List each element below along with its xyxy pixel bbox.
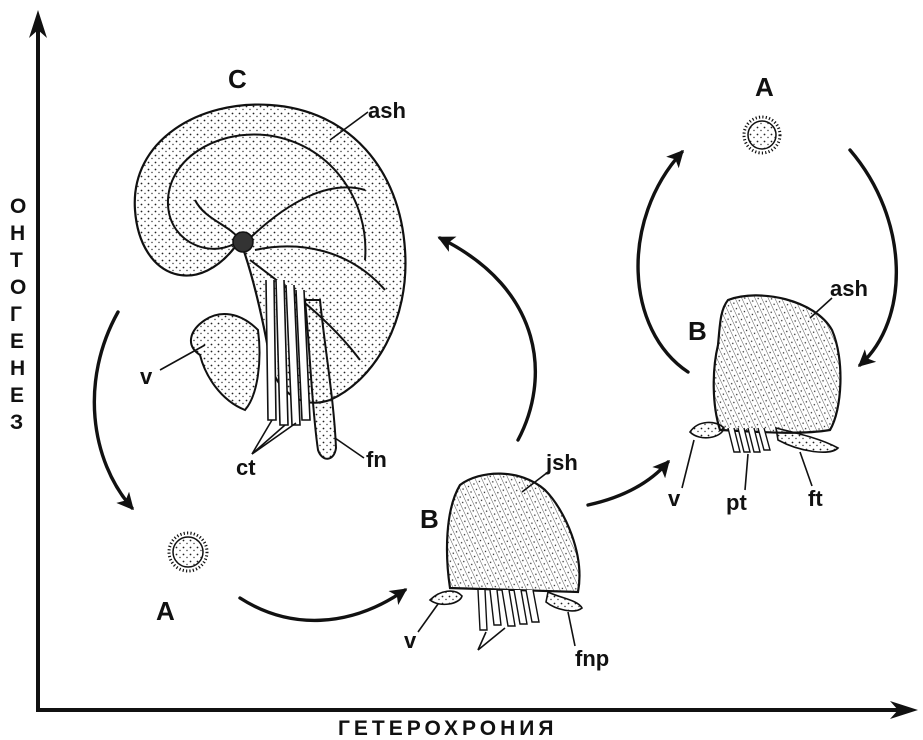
cycle-arrow — [850, 150, 896, 365]
egg-illustration — [169, 533, 207, 571]
stage-label: A — [755, 72, 774, 102]
y-axis-label: О Н Т О Г Е Н Е З — [10, 195, 26, 434]
cycle-arrow — [440, 238, 535, 440]
leader-line — [682, 440, 694, 488]
transition-arrow — [588, 462, 668, 505]
leader-line — [568, 612, 575, 646]
leader-line — [335, 438, 364, 458]
tentacles — [728, 428, 770, 452]
juvenile-illustration — [690, 295, 840, 452]
label-pt: pt — [726, 490, 747, 515]
leader-line — [810, 298, 832, 318]
label-v: v — [668, 486, 681, 511]
y-axis-letter: Г — [10, 303, 22, 326]
stage-label: B — [688, 316, 707, 346]
y-axis-letter: Е — [10, 330, 24, 353]
y-axis-letter: Н — [10, 222, 25, 245]
egg-illustration — [744, 117, 780, 153]
y-axis-letter: Е — [10, 384, 24, 407]
adult-coiled-shell-illustration — [135, 105, 406, 459]
leader-line — [252, 423, 296, 454]
stage-label: A — [156, 596, 175, 626]
leader-line — [160, 345, 205, 370]
leader-line — [252, 420, 272, 454]
stage-label: B — [420, 504, 439, 534]
cycle-arrow — [94, 312, 132, 508]
label-v: v — [404, 628, 417, 653]
label-fn: fn — [366, 447, 387, 472]
leader-line — [418, 604, 438, 632]
y-axis-letter: О — [10, 195, 26, 218]
y-axis-letter: Т — [10, 249, 23, 272]
stage-label: C — [228, 64, 247, 94]
label-fnp: fnp — [575, 646, 609, 671]
y-axis-letter: З — [10, 411, 23, 434]
y-axis-letter: Н — [10, 357, 25, 380]
leader-line — [800, 452, 812, 486]
x-axis-label: ГЕТЕРОХРОНИЯ — [338, 717, 557, 740]
label-ft: ft — [808, 486, 823, 511]
y-axis-letter: О — [10, 276, 26, 299]
leader-line — [745, 454, 748, 490]
label-ash: ash — [830, 276, 868, 301]
juvenile-illustration — [430, 474, 582, 630]
label-ash: ash — [368, 98, 406, 123]
y-axis — [29, 10, 47, 712]
label-ct: ct — [236, 455, 256, 480]
label-v: v — [140, 364, 153, 389]
cycle-arrow — [240, 590, 405, 620]
cycle-arrow — [638, 152, 688, 372]
tentacles — [478, 590, 539, 630]
label-jsh: jsh — [545, 450, 578, 475]
